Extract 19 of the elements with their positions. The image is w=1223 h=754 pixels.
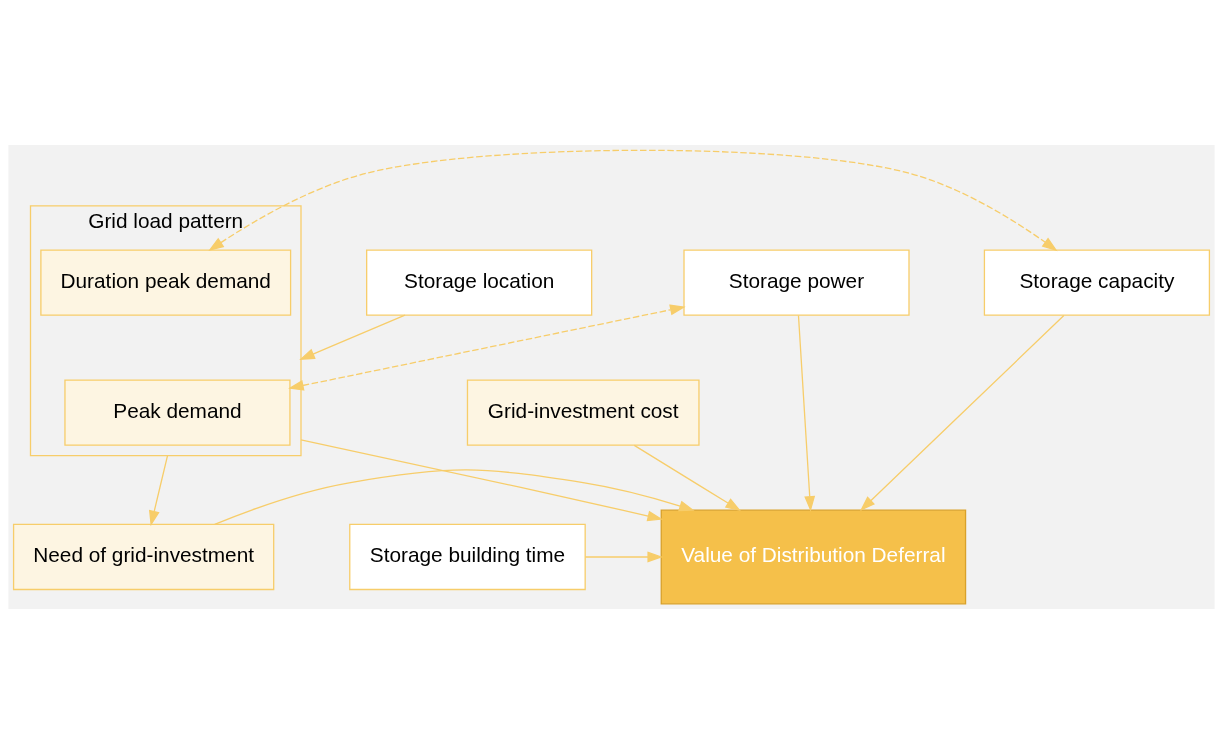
node-box: Storage power — [683, 249, 910, 316]
node-box: Storage capacity — [983, 249, 1211, 316]
arrow — [300, 439, 664, 522]
arrow — [288, 304, 686, 391]
arrow — [859, 314, 1065, 512]
arrow — [633, 444, 741, 512]
node-box: Storage building time — [349, 523, 586, 591]
node-box: Grid-investment cost — [466, 379, 700, 446]
node-box: Peak demand — [64, 379, 291, 446]
arrow — [584, 551, 664, 563]
node-box: Storage location — [366, 249, 593, 316]
node-box: Duration peak demand — [40, 249, 292, 316]
node-box: Value of Distribution Deferral — [660, 509, 967, 605]
arrow — [797, 314, 816, 512]
arrow — [214, 469, 695, 526]
arrow — [148, 454, 169, 527]
arrow — [299, 314, 406, 360]
node-box: Need of grid-investment — [12, 523, 275, 591]
arrow — [208, 149, 1058, 252]
